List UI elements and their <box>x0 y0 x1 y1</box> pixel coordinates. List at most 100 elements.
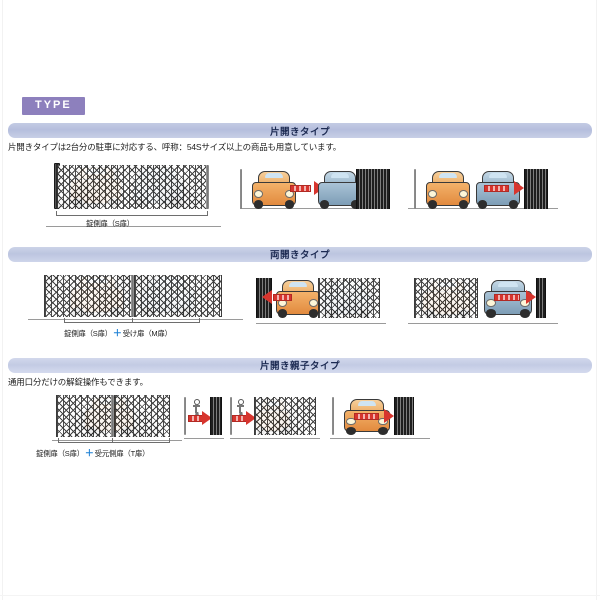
arrow-right-icon <box>484 180 524 197</box>
ground-line <box>330 438 430 440</box>
gate-end-post-icon <box>230 397 232 436</box>
car-glass <box>489 172 507 178</box>
accordion-gate-icon <box>254 397 316 436</box>
arrow-shaft <box>232 414 247 422</box>
car-wheel-left <box>253 200 264 209</box>
arrow-left-icon <box>262 289 292 306</box>
accordion-gate-icon <box>56 164 208 209</box>
plus-icon: ＋ <box>112 327 122 338</box>
accordion-gate-icon <box>318 277 380 318</box>
content-area: TYPE 片開きタイプ 片開きタイプは2台分の駐車に対応する、呼称：54Sサイズ… <box>8 95 592 467</box>
brace-tick-right <box>169 438 170 444</box>
ground-line <box>408 322 558 324</box>
section-header-ryoubiraki: 両開きタイプ <box>8 246 592 262</box>
diagram-ryoubiraki-entering <box>256 270 386 330</box>
section-header-oyako: 片開き親子タイプ <box>8 357 592 373</box>
arrow-shaft <box>290 184 312 193</box>
diagram-oyako-closed: 錠側扉（S扉）＋受元側扉（T扉） <box>36 389 182 461</box>
gate-end-post-icon <box>206 164 209 209</box>
person-head <box>194 399 200 406</box>
car-wheel-right <box>519 309 531 318</box>
section-note-oyako: 通用口分だけの解錠操作もできます。 <box>8 376 148 387</box>
accordion-gate-main-icon <box>56 395 112 438</box>
car-lamp-left <box>428 190 438 198</box>
car-body <box>426 182 470 206</box>
diagram-katabiraki-exiting <box>408 155 558 217</box>
ground-line <box>184 438 224 440</box>
arrow-right-icon <box>232 411 256 426</box>
arrow-right-icon <box>188 411 212 426</box>
person-icon <box>190 399 202 423</box>
car-wheel-left <box>277 309 288 318</box>
arrow-head <box>202 411 212 426</box>
car-wheel-right <box>378 427 389 436</box>
gate-end-post-icon <box>414 168 416 209</box>
car-glass <box>289 281 307 287</box>
diagram-oyako-person-open <box>230 389 320 445</box>
person-icon <box>234 399 246 423</box>
car-glass <box>265 172 283 178</box>
arrow-shaft <box>273 293 292 302</box>
ground-line <box>28 318 243 320</box>
arrow-shaft <box>494 293 521 302</box>
accordion-gate-right-icon <box>134 274 222 317</box>
car-orange-icon <box>252 170 296 209</box>
accordion-gate-sub-icon <box>114 395 170 438</box>
car-lamp-right <box>284 190 294 198</box>
illustration-row-oyako: 錠側扉（S扉）＋受元側扉（T扉） <box>8 387 592 467</box>
type-badge-container: TYPE <box>8 95 592 115</box>
car-wheel-right <box>284 200 295 209</box>
page-frame-right <box>596 0 597 600</box>
section-header-label: 片開きタイプ <box>269 126 330 138</box>
gate-center-post-icon <box>111 395 114 438</box>
plus-icon: ＋ <box>84 448 94 459</box>
caption-text-right: 受元側扉（T扉） <box>94 449 150 459</box>
section-note-katabiraki: 片開きタイプは2台分の駐車に対応する、呼称：54Sサイズ以上の商品も用意していま… <box>8 142 342 152</box>
person-torso <box>195 404 197 414</box>
arrow-shaft <box>484 184 509 193</box>
illustration-row-katabiraki: 錠側扉（S扉） <box>8 153 592 239</box>
brace-tick-right <box>199 317 200 323</box>
person-arm <box>236 405 244 407</box>
caption-text-right: 受け扉（M扉） <box>122 328 172 338</box>
brace-tick-right <box>207 210 208 216</box>
car-orange-icon <box>426 170 470 209</box>
arrow-shaft <box>354 412 379 420</box>
gate-center-post-icon <box>131 274 134 317</box>
ground-line <box>46 225 221 227</box>
car-blue-icon <box>476 170 520 209</box>
car-wheel-left <box>319 200 330 209</box>
car-lamp-left <box>254 190 264 198</box>
arrow-right-icon <box>354 409 394 424</box>
diagram-oyako-car-exit <box>330 389 430 445</box>
car-lamp-right <box>308 299 318 307</box>
page-frame-left <box>2 0 3 600</box>
arrow-head <box>514 180 524 195</box>
car-wheel-right <box>350 200 361 209</box>
accordion-gate-folded-icon <box>524 168 548 209</box>
section-header-label: 両開きタイプ <box>269 250 330 262</box>
car-glass <box>357 401 377 406</box>
accordion-gate-folded-icon <box>536 277 546 318</box>
diagram-katabiraki-entering <box>240 155 390 217</box>
car-body <box>252 182 296 206</box>
section-header-katabiraki: 片開きタイプ <box>8 123 592 138</box>
arrow-shaft <box>188 414 203 422</box>
car-wheel-left <box>485 309 497 318</box>
car-glass <box>498 281 518 287</box>
person-arm <box>192 405 200 407</box>
brace-tick-left <box>64 317 65 323</box>
car-lamp-right <box>458 190 468 198</box>
car-lamp-left <box>346 417 356 426</box>
diagram-katabiraki-closed: 錠側扉（S扉） <box>46 155 221 228</box>
ground-line <box>230 438 320 440</box>
gate-end-post-icon <box>332 397 334 436</box>
caption-text-left: 錠側扉（S扉） <box>36 449 84 459</box>
arrow-head <box>246 411 256 426</box>
arrow-head <box>262 289 272 304</box>
accordion-gate-folded-icon <box>394 397 414 436</box>
type-badge: TYPE <box>22 97 85 115</box>
accordion-gate-folded-icon <box>210 397 222 436</box>
ground-line <box>240 207 390 209</box>
car-glass <box>331 172 349 178</box>
